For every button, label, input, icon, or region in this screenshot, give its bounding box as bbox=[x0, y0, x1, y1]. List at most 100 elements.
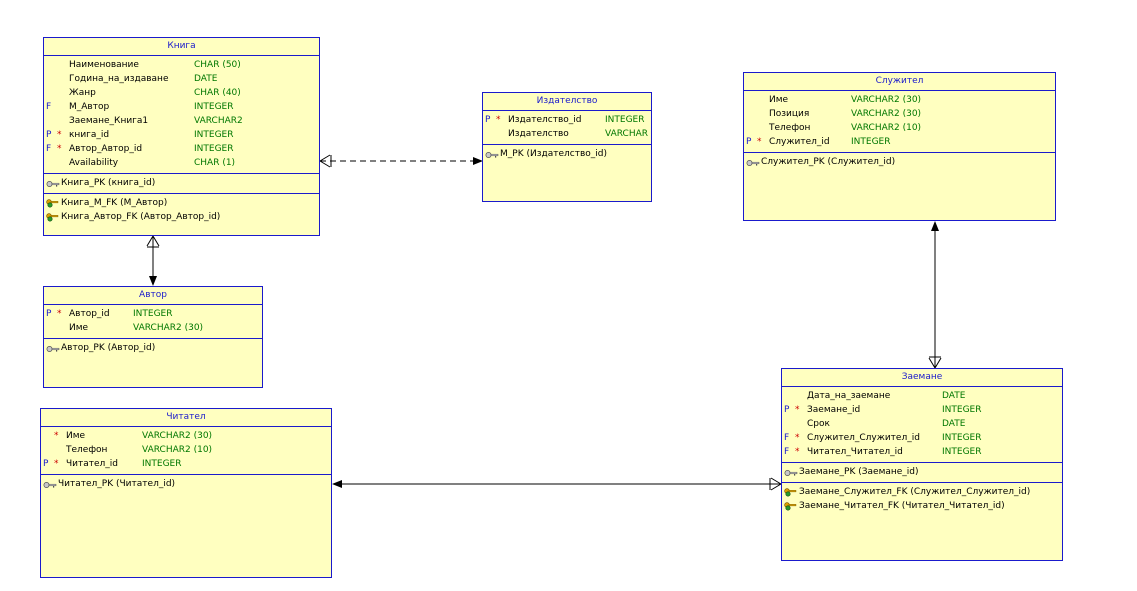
column-type: CHAR (50) bbox=[194, 60, 241, 70]
column-row[interactable]: Жанр CHAR (40) bbox=[44, 86, 319, 100]
column-name: книга_id bbox=[69, 130, 110, 140]
column-type: VARCHAR2 bbox=[194, 116, 243, 126]
key-flag: F bbox=[46, 102, 52, 112]
column-type: INTEGER bbox=[605, 115, 645, 125]
column-name: Availability bbox=[69, 158, 119, 168]
column-type: VARCHAR2 (10) bbox=[851, 123, 922, 133]
foreign-key-label: Книга_М_FK (М_Автор) bbox=[61, 198, 168, 208]
column-type: VARCHAR2 (30) bbox=[142, 431, 213, 441]
key-flag: P bbox=[46, 309, 52, 319]
primary-key-row[interactable]: Автор_PK (Автор_id) bbox=[44, 341, 262, 355]
entity-title[interactable]: Заемане bbox=[782, 369, 1062, 387]
mandatory-mark: * bbox=[795, 433, 800, 443]
column-type: INTEGER bbox=[133, 309, 173, 319]
entity-title[interactable]: Читател bbox=[41, 409, 331, 427]
key-flag: F bbox=[784, 433, 790, 443]
foreign-key-section: Книга_М_FK (М_Автор) Книга_Автор_FK (Авто… bbox=[44, 194, 319, 227]
column-type: VARCHAR2 (30) bbox=[851, 109, 922, 119]
primary-key-row[interactable]: Служител_PK (Служител_id) bbox=[744, 155, 1055, 169]
entity-title[interactable]: Автор bbox=[44, 287, 262, 305]
primary-key-label: Заемане_PK (Заемане_id) bbox=[799, 467, 919, 477]
column-type: VARCHAR2 (30) bbox=[851, 95, 922, 105]
foreign-key-row[interactable]: Заемане_Служител_FK (Служител_Служител_i… bbox=[782, 485, 1062, 499]
column-row[interactable]: Наименование CHAR (50) bbox=[44, 58, 319, 72]
key-flag: P bbox=[784, 405, 790, 415]
primary-key-label: Автор_PK (Автор_id) bbox=[61, 343, 156, 353]
foreign-key-label: Книга_Автор_FK (Автор_Автор_id) bbox=[61, 212, 221, 222]
foreign-key-row[interactable]: Книга_Автор_FK (Автор_Автор_id) bbox=[44, 210, 319, 224]
column-name: Наименование bbox=[69, 60, 139, 70]
primary-key-section: Книга_PK (книга_id) bbox=[44, 174, 319, 194]
key-flag: P bbox=[485, 115, 491, 125]
foreign-key-row[interactable]: Заемане_Читател_FK (Читател_Читател_id) bbox=[782, 499, 1062, 513]
column-type: VARCHAR bbox=[605, 129, 649, 139]
key-flag: F bbox=[46, 144, 52, 154]
primary-key-row[interactable]: Заемане_PK (Заемане_id) bbox=[782, 465, 1062, 479]
pk-key-icon bbox=[485, 150, 499, 164]
entity-title[interactable]: Служител bbox=[744, 73, 1055, 91]
entity-title[interactable]: Книга bbox=[44, 38, 319, 56]
column-name: Дата_на_заемане bbox=[807, 391, 891, 401]
column-name: Жанр bbox=[69, 88, 96, 98]
column-name: Читател_id bbox=[66, 459, 119, 469]
column-name: Издателство_id bbox=[508, 115, 582, 125]
column-name: М_Автор bbox=[69, 102, 110, 112]
primary-key-row[interactable]: М_PK (Издателство_id) bbox=[483, 147, 651, 161]
fk-key-icon bbox=[46, 199, 60, 213]
column-name: Срок bbox=[807, 419, 830, 429]
column-name: Телефон bbox=[769, 123, 811, 133]
primary-key-section: Заемане_PK (Заемане_id) bbox=[782, 463, 1062, 483]
column-row[interactable]: P * Издателство_id INTEGER bbox=[483, 113, 651, 127]
primary-key-section: Читател_PK (Читател_id) bbox=[41, 475, 331, 494]
fk-key-icon bbox=[46, 213, 60, 227]
foreign-key-row[interactable]: Книга_М_FK (М_Автор) bbox=[44, 196, 319, 210]
relation-kniga-avtor bbox=[146, 235, 160, 286]
primary-key-row[interactable]: Читател_PK (Читател_id) bbox=[41, 477, 331, 491]
relation-zaemane-chitatel bbox=[332, 477, 782, 491]
primary-key-section: Служител_PK (Служител_id) bbox=[744, 153, 1055, 172]
fk-key-icon bbox=[784, 488, 798, 502]
entity-title[interactable]: Издателство bbox=[483, 93, 651, 111]
pk-key-icon bbox=[46, 344, 60, 358]
fk-key-icon bbox=[784, 502, 798, 516]
mandatory-mark: * bbox=[795, 405, 800, 415]
column-type: DATE bbox=[194, 74, 218, 84]
primary-key-label: М_PK (Издателство_id) bbox=[500, 149, 607, 159]
foreign-key-section: Заемане_Служител_FK (Служител_Служител_i… bbox=[782, 483, 1062, 516]
pk-key-icon bbox=[46, 179, 60, 193]
column-type: CHAR (40) bbox=[194, 88, 241, 98]
primary-key-row[interactable]: Книга_PK (книга_id) bbox=[44, 176, 319, 190]
column-row[interactable]: Телефон VARCHAR2 (10) bbox=[744, 121, 1055, 135]
primary-key-section: Автор_PK (Автор_id) bbox=[44, 339, 262, 358]
mandatory-mark: * bbox=[496, 115, 501, 125]
